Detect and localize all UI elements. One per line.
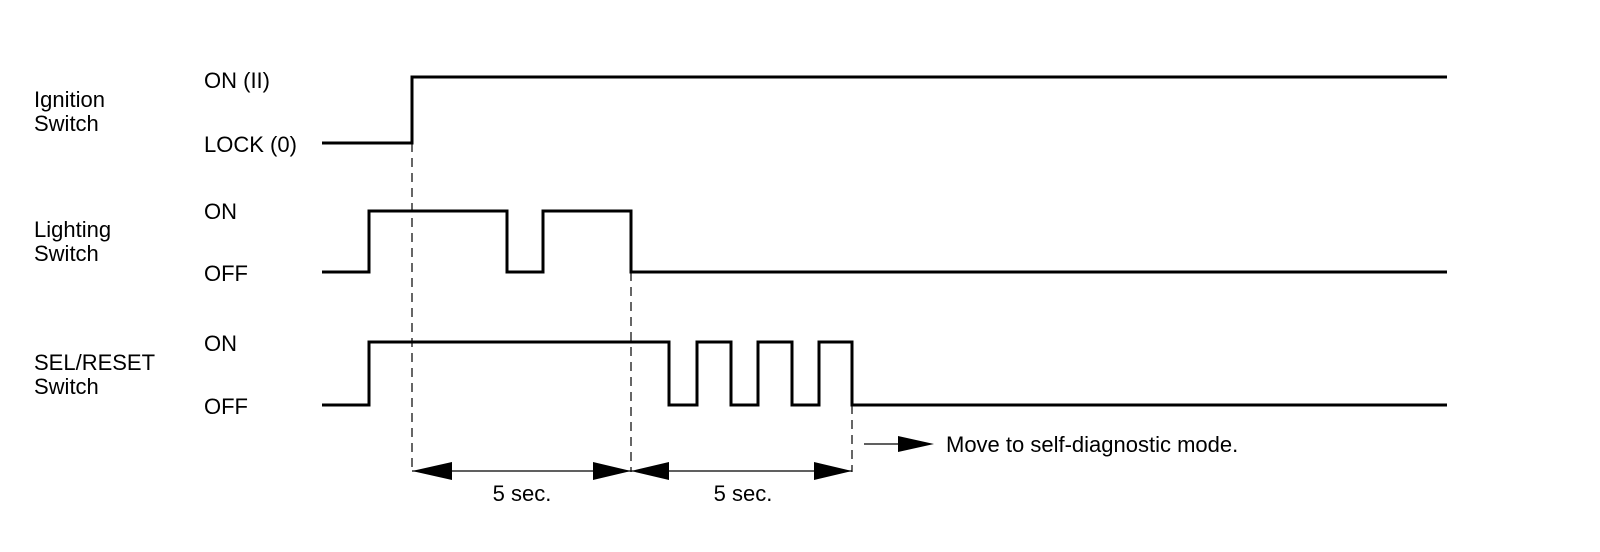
interval-1-label: 5 sec.	[493, 481, 552, 506]
selreset-switch-group: SEL/RESET Switch ON OFF	[34, 331, 1447, 419]
lighting-switch-waveform	[322, 209, 1447, 274]
interval-1: 5 sec.	[412, 462, 631, 506]
result-note: Move to self-diagnostic mode.	[864, 432, 1238, 457]
time-guides	[411, 143, 853, 472]
selreset-switch-waveform	[322, 340, 1447, 407]
interval-1-left-arrowhead	[412, 462, 452, 480]
selreset-switch-name-line1: SEL/RESET	[34, 350, 155, 375]
ignition-switch-group: Ignition Switch ON (II) LOCK (0)	[34, 68, 1447, 157]
interval-2-right-arrowhead	[814, 462, 852, 480]
interval-2: 5 sec.	[631, 462, 852, 506]
lighting-switch-group: Lighting Switch ON OFF	[34, 199, 1447, 286]
self-diagnostic-note: Move to self-diagnostic mode.	[946, 432, 1238, 457]
lighting-switch-name-line2: Switch	[34, 241, 99, 266]
interval-1-right-arrowhead	[593, 462, 631, 480]
lighting-on-level-label: ON	[204, 199, 237, 224]
interval-2-label: 5 sec.	[714, 481, 773, 506]
ignition-switch-name-line2: Switch	[34, 111, 99, 136]
note-arrow-icon	[898, 436, 934, 452]
selreset-off-level-label: OFF	[204, 394, 248, 419]
selreset-switch-name-line2: Switch	[34, 374, 99, 399]
ignition-on-level-label: ON (II)	[204, 68, 270, 93]
ignition-switch-waveform	[322, 75, 1447, 145]
lighting-off-level-label: OFF	[204, 261, 248, 286]
selreset-on-level-label: ON	[204, 331, 237, 356]
ignition-lock-level-label: LOCK (0)	[204, 132, 297, 157]
lighting-switch-name-line1: Lighting	[34, 217, 111, 242]
ignition-switch-name-line1: Ignition	[34, 87, 105, 112]
interval-2-left-arrowhead	[631, 462, 669, 480]
